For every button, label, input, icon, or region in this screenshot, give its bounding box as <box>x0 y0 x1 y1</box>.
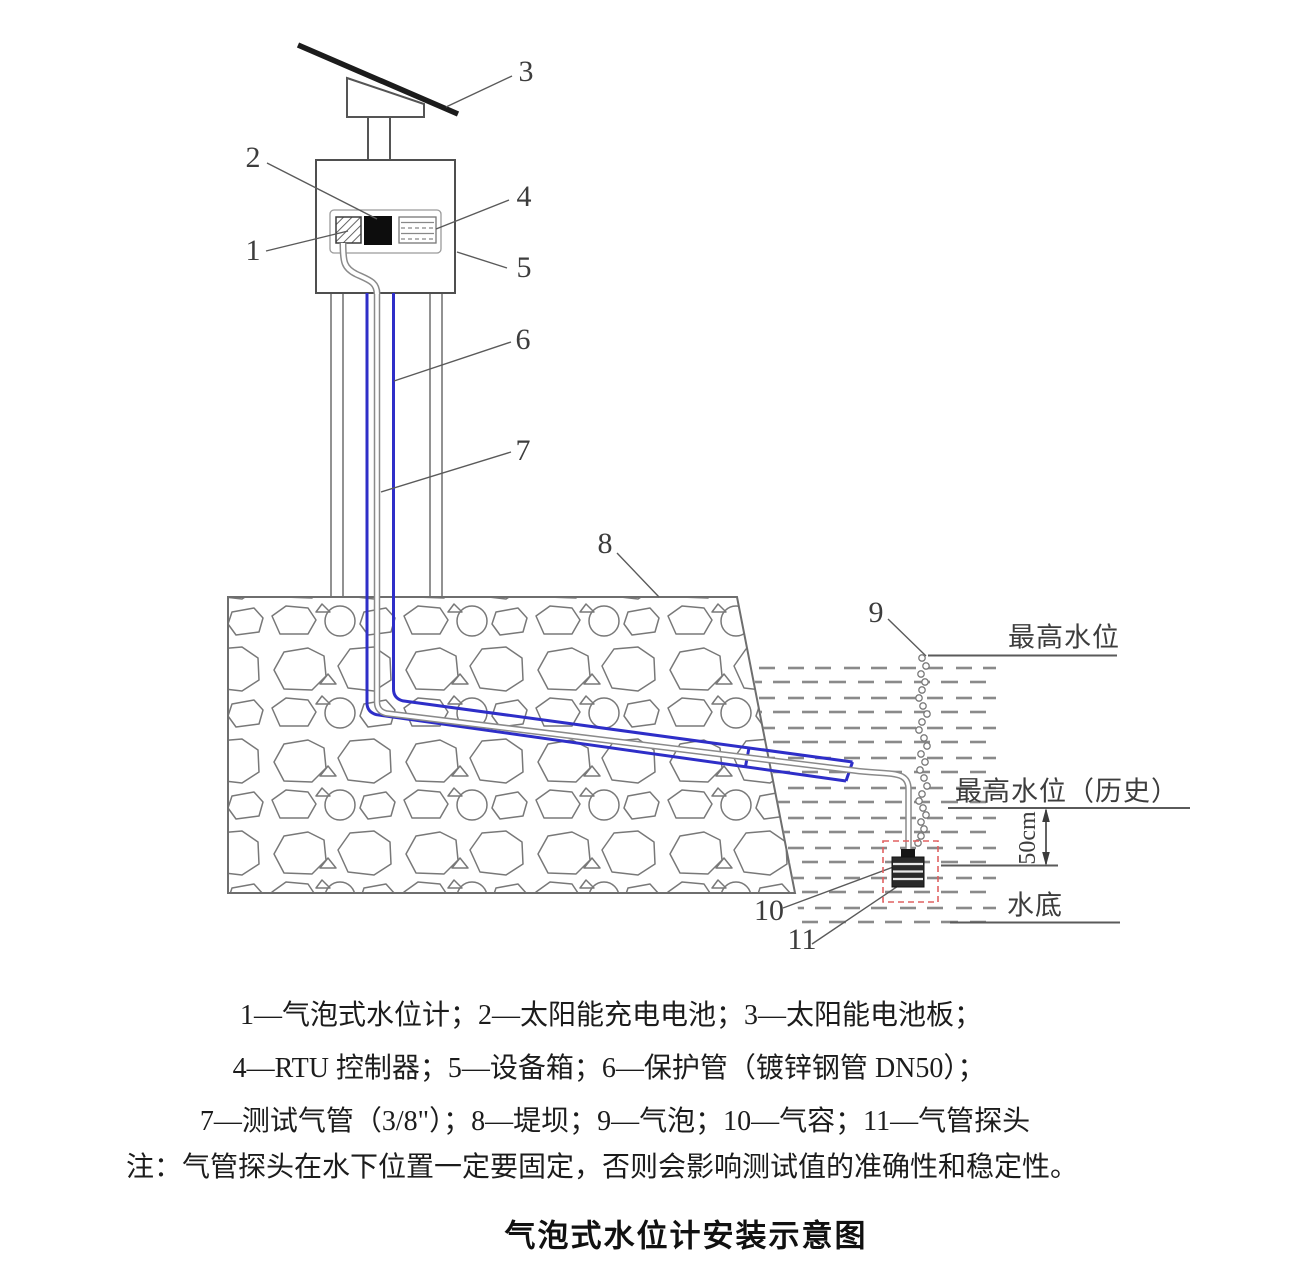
part-label-3: 3 <box>518 55 534 88</box>
legend-line-2: 4—RTU 控制器；5—设备箱；6—保护管（镀锌钢管 DN50）； <box>232 1053 986 1084</box>
probe-group <box>882 840 939 903</box>
part-label-2: 2 <box>245 141 261 174</box>
solar-panel-group <box>296 42 460 160</box>
leader-lines <box>265 75 927 945</box>
diagram-title: 气泡式水位计安装示意图 <box>504 1218 868 1254</box>
water-level-max-label: 最高水位 <box>1008 622 1120 653</box>
part-label-1: 1 <box>245 234 261 267</box>
dam-embankment <box>227 596 797 894</box>
part-label-9: 9 <box>868 596 884 629</box>
dimension-50cm-label: 50cm <box>1015 811 1041 865</box>
part-label-8: 8 <box>597 527 613 560</box>
part-label-11: 11 <box>787 923 817 956</box>
equipment-box-group <box>315 159 456 295</box>
air-tube <box>373 294 912 850</box>
part-label-10: 10 <box>754 894 784 927</box>
pole-legs <box>330 294 443 597</box>
probe-highlight-box <box>882 840 939 903</box>
water-level-history-label: 最高水位（历史） <box>955 776 1179 807</box>
legend-line-1: 1—气泡式水位计；2—太阳能充电电池；3—太阳能电池板； <box>239 1000 983 1031</box>
probe-cap <box>901 849 915 858</box>
bubbles-group <box>914 654 931 847</box>
solar-panel-icon <box>296 42 460 117</box>
bubble-gauge-unit <box>335 216 362 244</box>
battery-unit <box>364 216 392 245</box>
legend-note: 注：气管探头在水下位置一定要固定，否则会影响测试值的准确性和稳定性。 <box>125 1152 1079 1183</box>
part-label-4: 4 <box>516 180 532 213</box>
water-bottom-label: 水底 <box>1007 890 1063 921</box>
part-label-7: 7 <box>515 434 531 467</box>
part-label-5: 5 <box>516 251 532 284</box>
legend-line-3: 7—测试气管（3/8"）；8—堤坝；9—气泡；10—气容；11—气管探头 <box>199 1106 1031 1137</box>
water-area <box>750 656 996 925</box>
solar-mount <box>346 76 425 118</box>
dimension-lines <box>928 654 1190 924</box>
part-label-6: 6 <box>515 323 531 356</box>
